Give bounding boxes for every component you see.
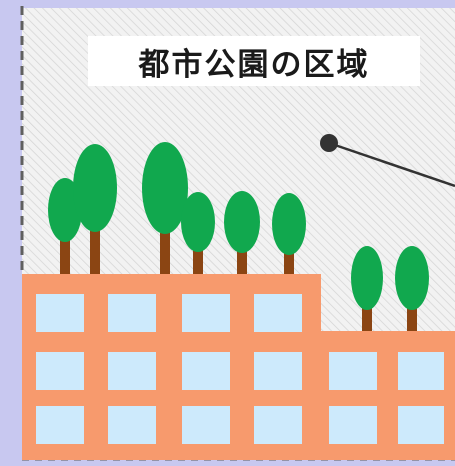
tree-trunk (193, 244, 203, 274)
window (254, 352, 302, 390)
window (329, 352, 377, 390)
diagram-title: 都市公園の区域 (138, 46, 370, 83)
tree-trunk (90, 225, 100, 274)
leader-callout (320, 134, 455, 188)
tree-crown (351, 246, 383, 310)
tree-crown (142, 142, 188, 234)
windows (36, 294, 444, 444)
title-box: 都市公園の区域 (88, 36, 420, 86)
tree-trunk (284, 245, 294, 274)
tree-crown (181, 192, 215, 252)
window (108, 294, 156, 332)
window (182, 294, 230, 332)
window (108, 352, 156, 390)
tree-crown (224, 191, 260, 253)
window (36, 406, 84, 444)
tree-icon (224, 191, 260, 274)
window (398, 406, 444, 444)
window (254, 406, 302, 444)
tree-trunk (237, 244, 247, 274)
window (329, 406, 377, 444)
tree-icon (73, 144, 117, 274)
tree-trunk (362, 302, 372, 331)
dot-marker (320, 134, 338, 152)
window (254, 294, 302, 332)
tree-trunk (407, 302, 417, 331)
tree-trunk (160, 226, 170, 274)
tree-icon (351, 246, 383, 331)
tree-trunk (60, 238, 70, 274)
window (36, 352, 84, 390)
tree-icon (395, 246, 429, 331)
window (182, 352, 230, 390)
tree-icon (142, 142, 188, 274)
window (398, 352, 444, 390)
tree-icon (272, 193, 306, 274)
window (108, 406, 156, 444)
tree-crown (73, 144, 117, 232)
window (182, 406, 230, 444)
tree-crown (395, 246, 429, 310)
tree-crown (272, 193, 306, 255)
trees (48, 142, 429, 331)
leader-line (328, 141, 455, 188)
window (36, 294, 84, 332)
tree-icon (181, 192, 215, 274)
